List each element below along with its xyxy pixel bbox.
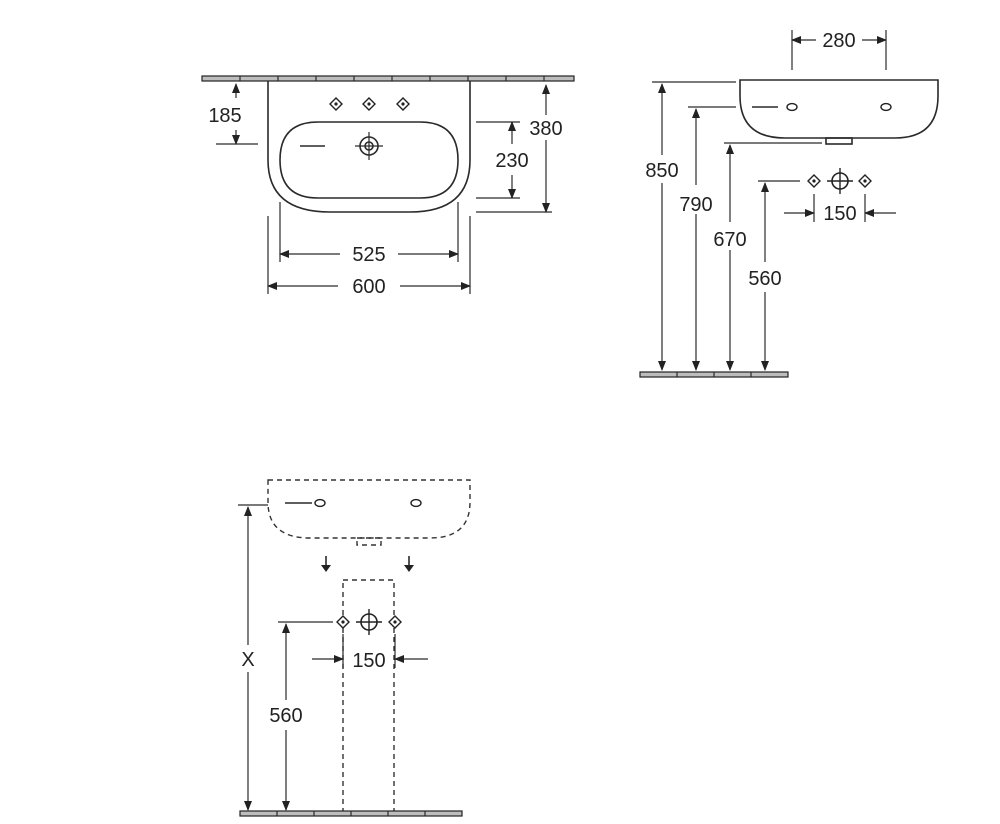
drain-icon <box>300 132 383 160</box>
basin-dashed-outline <box>267 479 471 539</box>
supply-valve-icon <box>858 174 872 188</box>
tap-hole-icon <box>396 97 410 111</box>
wall-tiles-top <box>201 75 575 82</box>
tap-hole-icon <box>329 97 343 111</box>
side-view: 280 850 790 670 560 150 <box>639 30 939 378</box>
supply-valve-icon <box>336 615 350 629</box>
basin-bowl <box>279 121 459 199</box>
dim-supply-height: 560 <box>748 268 781 290</box>
dim-hole-height: 790 <box>679 194 712 216</box>
basin-elevation <box>739 79 939 139</box>
supply-valve-icon <box>807 174 821 188</box>
dim-total-height: X <box>241 649 254 671</box>
dim-supply-spacing: 150 <box>823 203 856 225</box>
tap-hole-icon <box>362 97 376 111</box>
dim-rim-height: 850 <box>645 160 678 182</box>
dim-bowl-depth: 230 <box>495 150 528 172</box>
basin-outline <box>267 81 471 213</box>
waste-outlet-icon <box>826 167 854 195</box>
dim-depth: 380 <box>529 118 562 140</box>
waste-outlet-icon <box>355 608 383 636</box>
dim-supply-height: 560 <box>269 705 302 727</box>
dim-hole-spacing: 280 <box>822 30 855 52</box>
dim-total-width: 600 <box>352 276 385 298</box>
floor-tiles-pedestal <box>239 810 463 817</box>
mounting-hole-icon <box>410 498 422 508</box>
arrow-down-icon <box>404 556 414 572</box>
floor-tiles-side <box>639 371 789 378</box>
dim-supply-spacing: 150 <box>352 650 385 672</box>
dim-bottom-height: 670 <box>713 229 746 251</box>
mounting-hole-icon <box>786 102 798 112</box>
mounting-hole-icon <box>314 498 326 508</box>
dim-bowl-width: 525 <box>352 244 385 266</box>
arrow-down-icon <box>321 556 331 572</box>
front-view: 185 380 230 525 600 <box>201 75 575 298</box>
dim-tap-height: 185 <box>208 105 241 127</box>
supply-valve-icon <box>388 615 402 629</box>
pedestal-view: X 560 150 <box>238 479 471 817</box>
mounting-hole-icon <box>880 102 892 112</box>
